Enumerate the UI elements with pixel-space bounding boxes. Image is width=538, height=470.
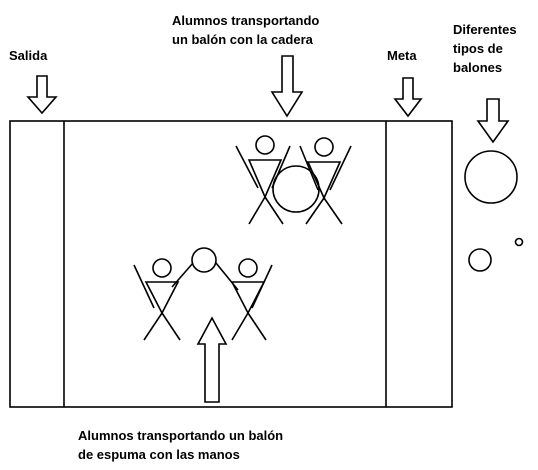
ball-types-label: Diferentes tipos de balones	[453, 20, 517, 77]
medium-ball-icon	[468, 248, 492, 272]
goal-arrow-icon	[393, 77, 423, 118]
start-arrow-icon	[26, 75, 58, 115]
goal-label: Meta	[387, 48, 417, 63]
hand-transport-label: Alumnos transportando un balón de espuma…	[78, 426, 283, 464]
hand-ball-icon	[191, 247, 217, 273]
student-figure	[133, 258, 194, 341]
hip-ball-icon	[272, 165, 320, 213]
hand-transport-label-line: de espuma con las manos	[78, 447, 240, 462]
student-figure	[215, 258, 273, 341]
big-ball-icon	[464, 150, 518, 204]
small-ball-icon	[514, 237, 524, 247]
field-outline	[9, 120, 453, 408]
ball-types-arrow-icon	[476, 98, 510, 144]
start-label: Salida	[9, 48, 48, 63]
student-figure	[299, 137, 352, 225]
ball-types-label-line: balones	[453, 60, 503, 75]
hand-transport-arrow-icon	[196, 316, 228, 403]
ball-types-label-line: tipos de	[453, 41, 503, 56]
student-figure	[235, 135, 291, 225]
hip-transport-arrow-icon	[270, 55, 304, 118]
ball-types-label-line: Diferentes	[453, 22, 517, 37]
hip-transport-label-line: Alumnos transportando	[172, 13, 320, 28]
hand-transport-label-line: Alumnos transportando un balón	[78, 428, 284, 443]
hip-transport-label-line: un balón con la cadera	[172, 32, 313, 47]
hip-transport-label: Alumnos transportando un balón con la ca…	[172, 11, 319, 49]
